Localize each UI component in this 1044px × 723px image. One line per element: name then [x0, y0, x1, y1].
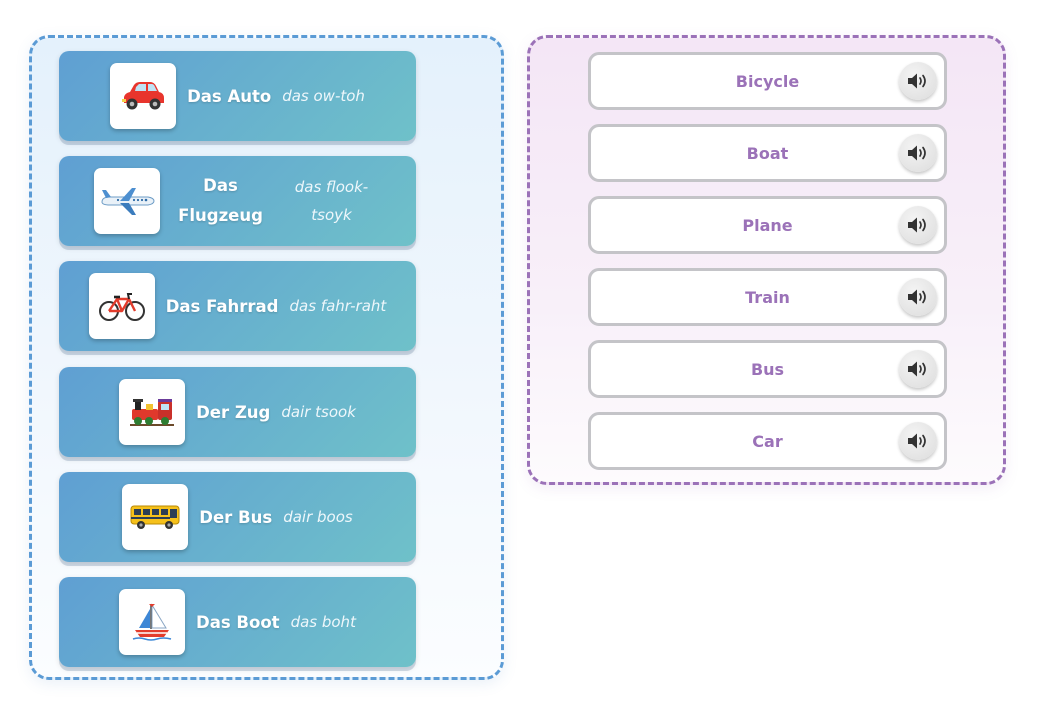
play-sound-button[interactable] [899, 206, 937, 244]
speaker-icon [908, 361, 926, 377]
vocab-image-box [93, 168, 160, 234]
bus-icon [130, 505, 180, 529]
answer-option-car[interactable]: Car [588, 412, 947, 470]
play-sound-button[interactable] [899, 422, 937, 460]
vocab-image-box [88, 273, 155, 339]
train-icon [130, 399, 175, 426]
car-icon [122, 82, 165, 110]
answer-label: Car [752, 431, 783, 451]
vocab-word: Das Flugzeug [178, 176, 263, 225]
vocab-pronunciation: das ow-toh [282, 87, 365, 105]
answer-panel: Bicycle Boat Plane [527, 35, 1006, 485]
vocab-pronunciation: dair boos [283, 508, 353, 526]
vocab-image-box [110, 63, 177, 129]
vocab-card-zug[interactable]: Der Zug dair tsook [59, 367, 416, 457]
vocab-pronunciation: das boht [290, 613, 356, 631]
vocab-card-fahrrad[interactable]: Das Fahrrad das fahr-raht [59, 261, 416, 351]
vocab-word: Das Fahrrad [165, 296, 279, 316]
speaker-icon [908, 73, 926, 89]
answer-option-plane[interactable]: Plane [588, 196, 947, 254]
answer-option-bus[interactable]: Bus [588, 340, 947, 398]
speaker-icon [908, 217, 926, 233]
vocab-word: Das Auto [187, 86, 272, 106]
play-sound-button[interactable] [899, 134, 937, 172]
vocab-card-boot[interactable]: Das Boot das boht [59, 577, 416, 667]
vocab-card-auto[interactable]: Das Auto das ow-toh [59, 51, 416, 141]
answer-label: Plane [742, 215, 793, 235]
speaker-icon [908, 145, 926, 161]
answer-label: Bus [750, 359, 785, 379]
speaker-icon [908, 433, 926, 449]
vocab-image-box [119, 589, 186, 655]
vocab-image-box [119, 379, 186, 445]
answer-label: Bicycle [735, 71, 800, 91]
vocab-card-flugzeug[interactable]: Das Flugzeug das flook-tsoyk [59, 156, 416, 246]
vocab-word: Das Boot [196, 612, 280, 632]
answer-option-bicycle[interactable]: Bicycle [588, 52, 947, 110]
vocab-pronunciation: dair tsook [281, 403, 356, 421]
vocab-image-box [122, 484, 189, 550]
play-sound-button[interactable] [899, 278, 937, 316]
play-sound-button[interactable] [899, 62, 937, 100]
vocab-panel [29, 35, 504, 680]
answer-label: Train [745, 287, 790, 307]
vocab-word: Der Bus [199, 507, 273, 527]
play-sound-button[interactable] [899, 350, 937, 388]
answer-option-train[interactable]: Train [588, 268, 947, 326]
vocab-word: Der Zug [196, 402, 271, 422]
vocab-pronunciation: das flook-tsoyk [294, 178, 369, 224]
answer-label: Boat [746, 143, 789, 163]
airplane-icon [100, 188, 155, 215]
answer-option-boat[interactable]: Boat [588, 124, 947, 182]
vocab-card-bus[interactable]: Der Bus dair boos [59, 472, 416, 562]
vocab-pronunciation: das fahr-raht [289, 297, 387, 315]
bicycle-icon [98, 293, 145, 321]
sailboat-icon [132, 603, 172, 641]
speaker-icon [908, 289, 926, 305]
